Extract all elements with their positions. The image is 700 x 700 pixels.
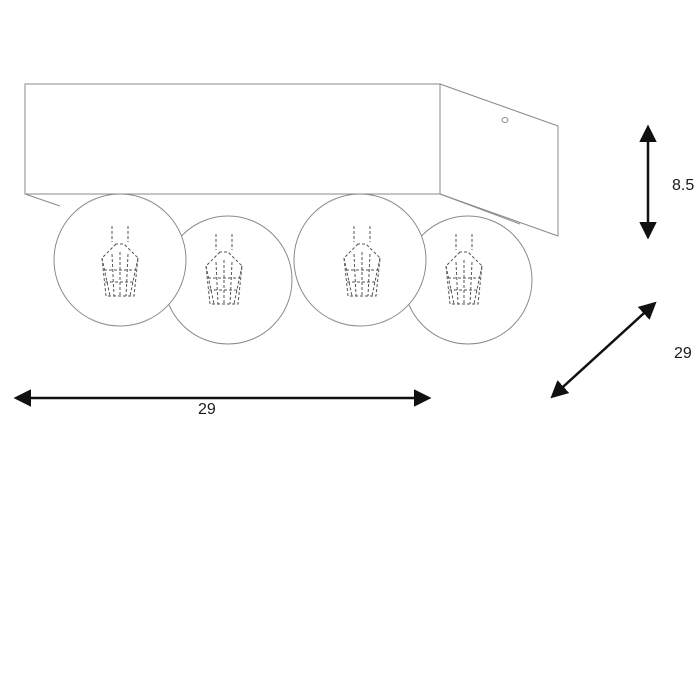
globe-bulb-front-right bbox=[293, 193, 427, 327]
globe-bulbs bbox=[53, 193, 533, 345]
width-dimension-label: 29 bbox=[198, 401, 216, 418]
dimension-arrows bbox=[13, 124, 657, 407]
canopy-bottom-edge bbox=[24, 193, 521, 225]
mounting-screw-icon bbox=[501, 117, 509, 123]
canopy-side-face bbox=[439, 83, 559, 237]
canopy-front-face bbox=[24, 83, 441, 195]
dim-depth-arrow bbox=[550, 301, 657, 399]
height-dimension-label: 8.5 bbox=[672, 177, 695, 194]
canopy-base bbox=[24, 83, 559, 237]
depth-dimension-label: 29 bbox=[674, 345, 692, 362]
